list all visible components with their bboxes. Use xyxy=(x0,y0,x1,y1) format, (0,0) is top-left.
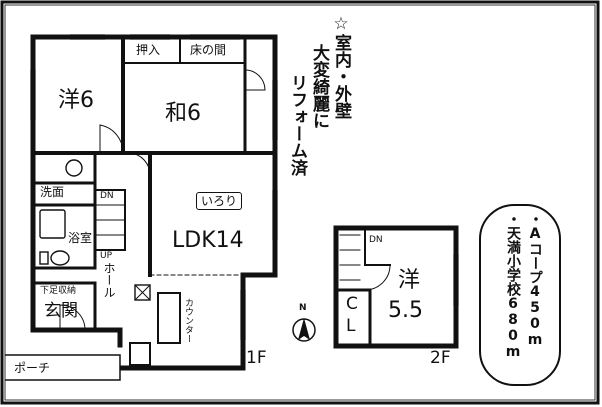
room-closet: 押入 xyxy=(136,43,161,57)
note-line-1: ・Aコープ450m xyxy=(527,212,543,348)
room-western-2f: 洋 xyxy=(398,268,421,293)
hearth-label: いろり xyxy=(196,192,243,210)
porch-label: ポーチ xyxy=(14,361,51,375)
room-japanese-6: 和6 xyxy=(165,101,201,126)
room-bathroom: 浴室 xyxy=(68,231,93,245)
shoe-storage-label: 下足収納 xyxy=(40,286,77,296)
remark-line-1: ☆室内・外壁 xyxy=(331,14,351,119)
floor2-label: 2F xyxy=(430,348,451,368)
counter-label: カウンター xyxy=(183,298,193,343)
room-ldk-14: LDK14 xyxy=(172,228,244,253)
room-tokonoma: 床の間 xyxy=(190,43,227,57)
notes-box xyxy=(479,204,561,386)
dn-label-2f: DN xyxy=(369,235,383,245)
room-western-2f-size: 5.5 xyxy=(388,298,423,323)
hall-label: ホール xyxy=(102,262,116,298)
room-western-6: 洋6 xyxy=(58,88,94,113)
fixtures xyxy=(39,159,151,301)
floor2-walls xyxy=(333,225,459,349)
dn-label-1f: DN xyxy=(100,191,114,201)
note-line-2: ・天満小学校680m xyxy=(505,212,521,360)
up-label-1f: UP xyxy=(100,251,113,261)
floor1-windows xyxy=(30,34,278,340)
remark-line-2: 大変綺麗に xyxy=(309,44,329,129)
floor1-label: 1F xyxy=(246,348,267,368)
compass xyxy=(292,318,316,342)
room-washroom: 洗面 xyxy=(40,185,65,199)
floor1-walls xyxy=(30,34,278,371)
room-entrance: 玄関 xyxy=(44,301,78,321)
porch xyxy=(5,354,121,381)
closet-c-label: C xyxy=(346,294,358,314)
compass-north-label: N xyxy=(299,303,307,313)
closet-l-label: L xyxy=(346,316,356,336)
remark-line-3: リフォーム済 xyxy=(287,74,307,176)
door-swings xyxy=(59,69,266,331)
